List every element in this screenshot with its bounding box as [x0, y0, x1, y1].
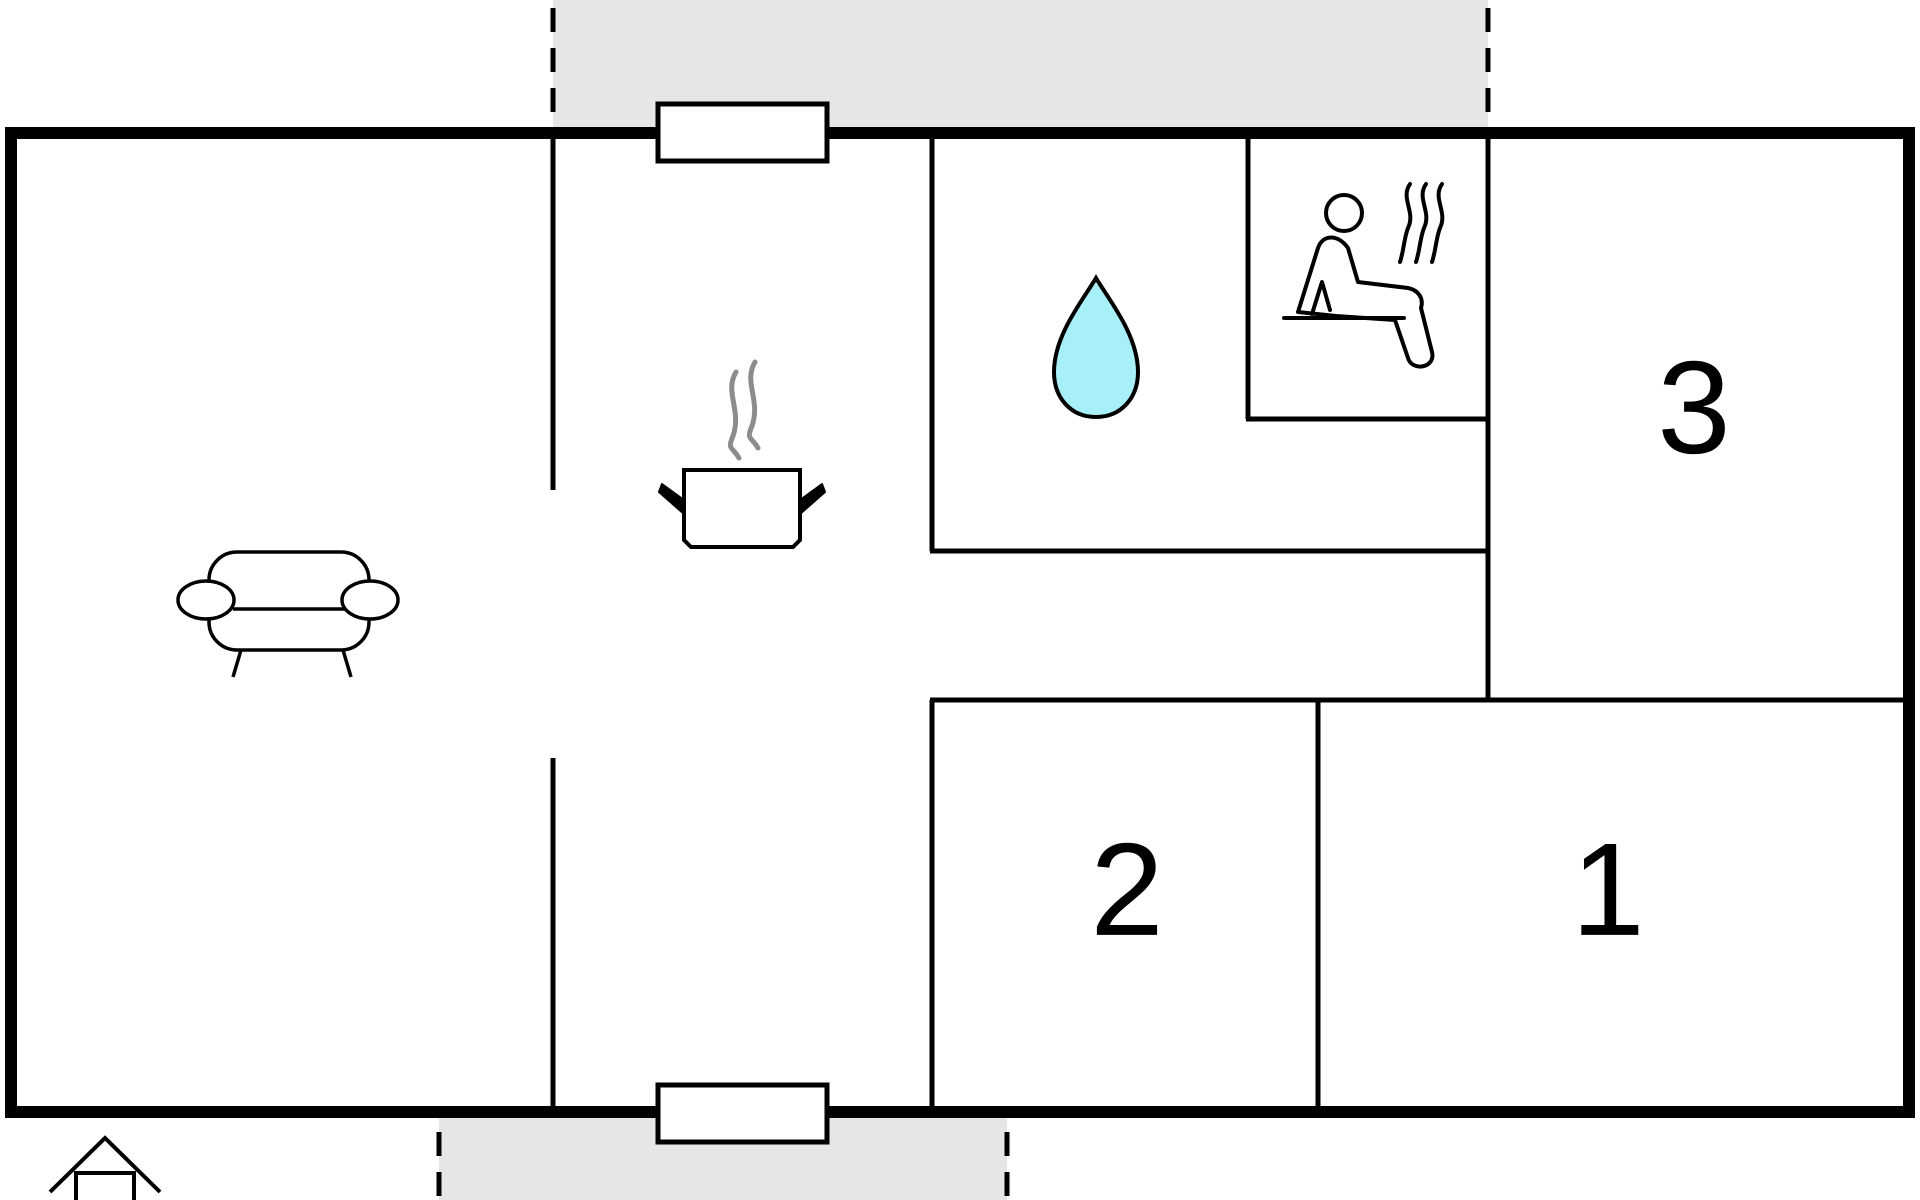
window-bottom: [655, 1082, 830, 1145]
bedroom-3-label: 3: [1657, 334, 1730, 481]
cooking-pot-icon: [658, 359, 826, 549]
terrace-edges: [436, 8, 1491, 1200]
bedroom-1-label: 1: [1571, 816, 1644, 963]
outer-walls: [5, 127, 1915, 1118]
water-drop-icon: [1051, 274, 1141, 420]
interior-walls: [550, 133, 1906, 1110]
sauna-icon: [1282, 182, 1445, 369]
sofa-icon: [176, 550, 400, 678]
house-entrance-icon: [48, 1135, 162, 1200]
window-top: [655, 101, 830, 164]
bedroom-2-label: 2: [1090, 816, 1163, 963]
